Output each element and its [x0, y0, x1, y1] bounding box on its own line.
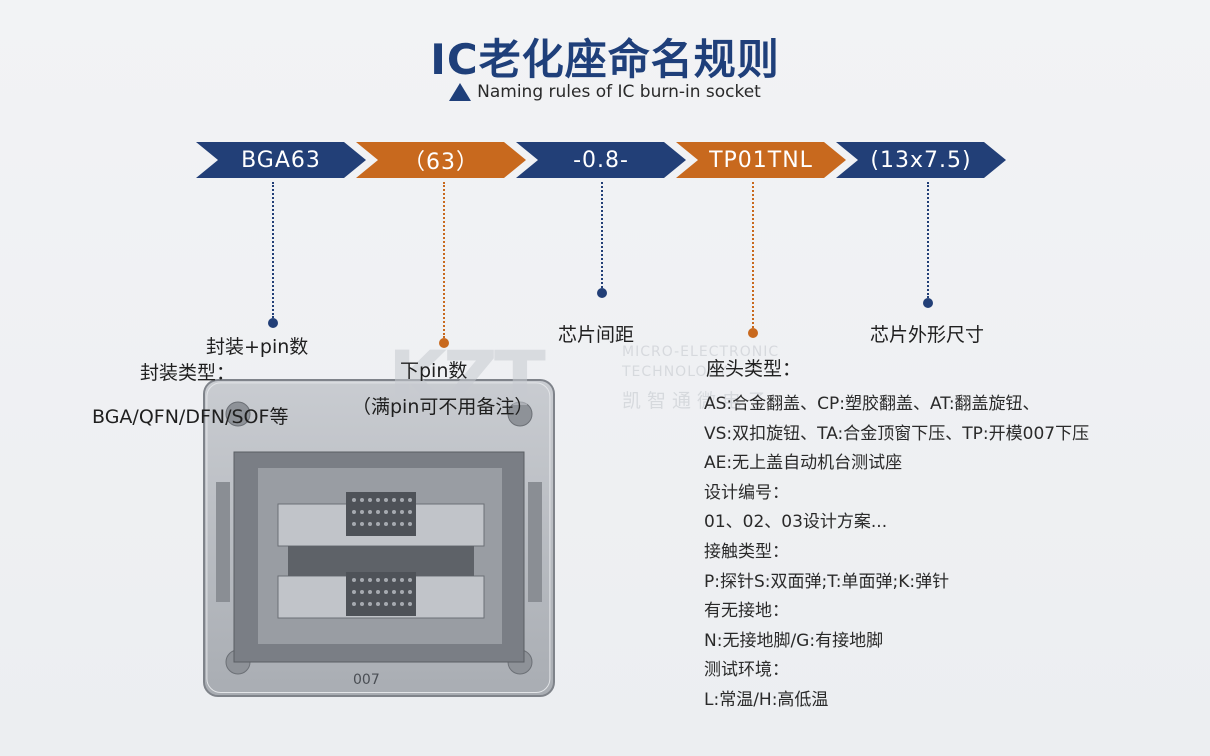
- segment-package: BGA63: [196, 142, 366, 178]
- list-item: 接触类型：: [704, 541, 789, 562]
- connector-line-package: [272, 182, 274, 318]
- label-package-type-values: BGA/QFN/DFN/SOF等: [92, 406, 289, 428]
- segment-size: (13x7.5): [836, 142, 1006, 178]
- list-item: 有无接地：: [704, 601, 789, 622]
- connector-dot-socket-code: [748, 328, 758, 338]
- watermark-line-1: MICRO-ELECTRONIC: [622, 344, 780, 360]
- label-pin-count: 下pin数: [400, 360, 468, 382]
- label-pitch: 芯片间距: [558, 324, 635, 346]
- watermark-line-2: TECHNOLOGY: [622, 364, 729, 380]
- segment-package-text: BGA63: [241, 147, 321, 173]
- segment-socket-code-text: TP01TNL: [709, 147, 813, 173]
- label-package-pin: 封装+pin数: [206, 336, 309, 358]
- label-pin-note: （满pin可不用备注）: [352, 396, 534, 418]
- connector-line-socket-code: [752, 182, 754, 328]
- connector-line-pin-count: [443, 182, 445, 338]
- list-item: 测试环境：: [704, 660, 789, 681]
- list-item: AE:无上盖自动机台测试座: [704, 453, 903, 474]
- list-item: VS:双扣旋钮、TA:合金顶窗下压、TP:开模007下压: [704, 423, 1090, 444]
- connector-dot-pin-count: [439, 338, 449, 348]
- watermark: KZT: [388, 334, 618, 423]
- list-item: AS:合金翻盖、CP:塑胶翻盖、AT:翻盖旋钮、: [704, 394, 1040, 414]
- list-item: 01、02、03设计方案...: [704, 512, 888, 533]
- connector-dot-size: [923, 298, 933, 308]
- details-list: AS:合金翻盖、CP:塑胶翻盖、AT:翻盖旋钮、 VS:双扣旋钮、TA:合金顶窗…: [704, 390, 1089, 716]
- connector-dot-pitch: [597, 288, 607, 298]
- segment-size-text: (13x7.5): [870, 147, 972, 173]
- segment-pin-count: （63）: [356, 142, 526, 178]
- label-socket-type-heading: 座头类型：: [706, 358, 802, 380]
- connector-dot-package: [268, 318, 278, 328]
- segment-socket-code: TP01TNL: [676, 142, 846, 178]
- label-size: 芯片外形尺寸: [870, 324, 985, 346]
- connector-line-pitch: [601, 182, 603, 288]
- socket-illustration: 007: [203, 379, 555, 697]
- list-item: L:常温/H:高低温: [704, 689, 829, 710]
- segment-pitch-text: -0.8-: [573, 147, 629, 173]
- segment-pitch: -0.8-: [516, 142, 686, 178]
- segment-pin-count-text: （63）: [403, 150, 479, 175]
- socket-marking: 007: [353, 672, 380, 688]
- list-item: N:无接地脚/G:有接地脚: [704, 630, 884, 651]
- page-title: IC老化座命名规则: [430, 35, 780, 84]
- watermark-line-3: 凯智通微电子: [622, 390, 773, 412]
- triangle-icon: [449, 83, 472, 101]
- subtitle-text: Naming rules of IC burn-in socket: [477, 82, 761, 102]
- list-item: 设计编号：: [704, 482, 789, 503]
- watermark-logo: KZT: [388, 334, 546, 423]
- page-subtitle: Naming rules of IC burn-in socket: [0, 82, 1210, 102]
- connector-line-size: [927, 182, 929, 298]
- label-package-type-heading: 封装类型：: [140, 362, 236, 384]
- list-item: P:探针S:双面弹;T:单面弹;K:弹针: [704, 571, 950, 592]
